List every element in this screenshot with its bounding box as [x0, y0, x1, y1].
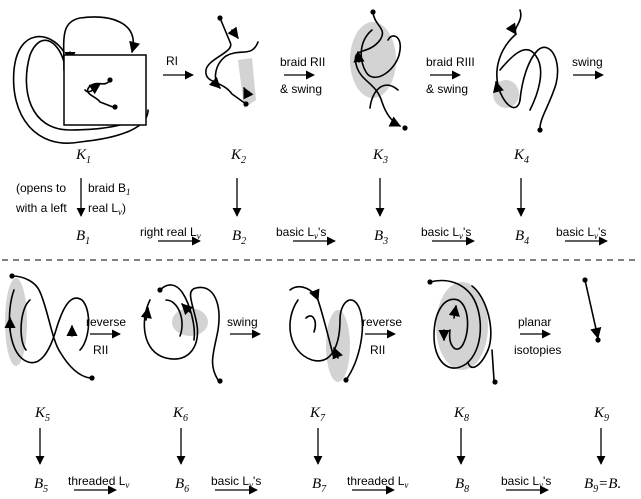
- move-label-swing-top: swing: [572, 55, 603, 69]
- knot-k9-drawing: [582, 277, 602, 343]
- knot-label-k7: K7: [309, 405, 326, 424]
- top-bottom-move-1: right real Lv: [140, 225, 201, 241]
- knot-label-k1: K1: [75, 147, 91, 166]
- knot-k3-drawing: [350, 9, 408, 131]
- knot-label-k6: K6: [172, 405, 188, 424]
- knot-label-k9: K9: [593, 405, 609, 424]
- knot-k1-drawing: [12, 16, 149, 144]
- knot-label-k4: K4: [513, 147, 529, 166]
- knot-k8-drawing: [427, 279, 498, 385]
- move-arrows: [35, 70, 608, 495]
- top-bottom-move-3: basic Lv's: [421, 225, 471, 241]
- move-label-braid-riii: braid RIII: [426, 55, 475, 69]
- knot-label-k8: K8: [453, 405, 469, 424]
- braid-label-b9: B9=B.: [584, 476, 621, 495]
- move-label-isotopies: isotopies: [514, 343, 561, 357]
- move-label-reverse-rii-2: reverse: [362, 315, 402, 329]
- down-note-left-1: (opens to: [16, 181, 66, 195]
- move-label-reverse-rii-1: reverse: [86, 315, 126, 329]
- knot-label-k5: K5: [34, 405, 50, 424]
- move-label-braid-rii: braid RII: [280, 55, 325, 69]
- top-bottom-move-4: basic Lv's: [556, 225, 606, 241]
- move-label-planar: planar: [518, 315, 551, 329]
- braid-label-b7: B7: [312, 476, 327, 495]
- braid-label-b8: B8: [455, 476, 469, 495]
- top-bottom-move-2: basic Lv's: [276, 225, 326, 241]
- braid-label-b5: B5: [34, 476, 48, 495]
- knot-k6-drawing: [140, 284, 223, 384]
- braid-label-b6: B6: [175, 476, 189, 495]
- knot-label-k3: K3: [372, 147, 388, 166]
- braid-label-b4: B4: [515, 228, 529, 247]
- move-label-swing-bottom: swing: [227, 315, 258, 329]
- braid-label-b3: B3: [374, 228, 388, 247]
- knot-label-k2: K2: [230, 147, 246, 166]
- move-label-braid-rii-swing: & swing: [280, 82, 322, 96]
- knot-k5-drawing: [4, 273, 95, 381]
- bottom-move-2: basic Lv's: [211, 474, 261, 490]
- knot-k7-drawing: [289, 285, 364, 383]
- down-note-left-2: with a left: [15, 201, 67, 215]
- move-label-ri: RI: [166, 54, 178, 68]
- move-label-reverse-rii-2b: RII: [370, 343, 385, 357]
- bottom-move-1: threaded Lv: [68, 474, 129, 490]
- braid-label-b1: B1: [76, 228, 90, 247]
- move-label-reverse-rii-1b: RII: [93, 343, 108, 357]
- bottom-move-3: threaded Lv: [347, 474, 408, 490]
- knot-k4-drawing: [493, 9, 559, 133]
- knot-k2-drawing: [205, 15, 259, 108]
- move-label-braid-riii-swing: & swing: [426, 82, 468, 96]
- down-note-right-2: real Lv): [88, 201, 126, 217]
- bottom-move-4: basic Lv's: [501, 474, 551, 490]
- down-note-right-1: braid B1: [88, 181, 131, 197]
- braid-label-b2: B2: [232, 228, 246, 247]
